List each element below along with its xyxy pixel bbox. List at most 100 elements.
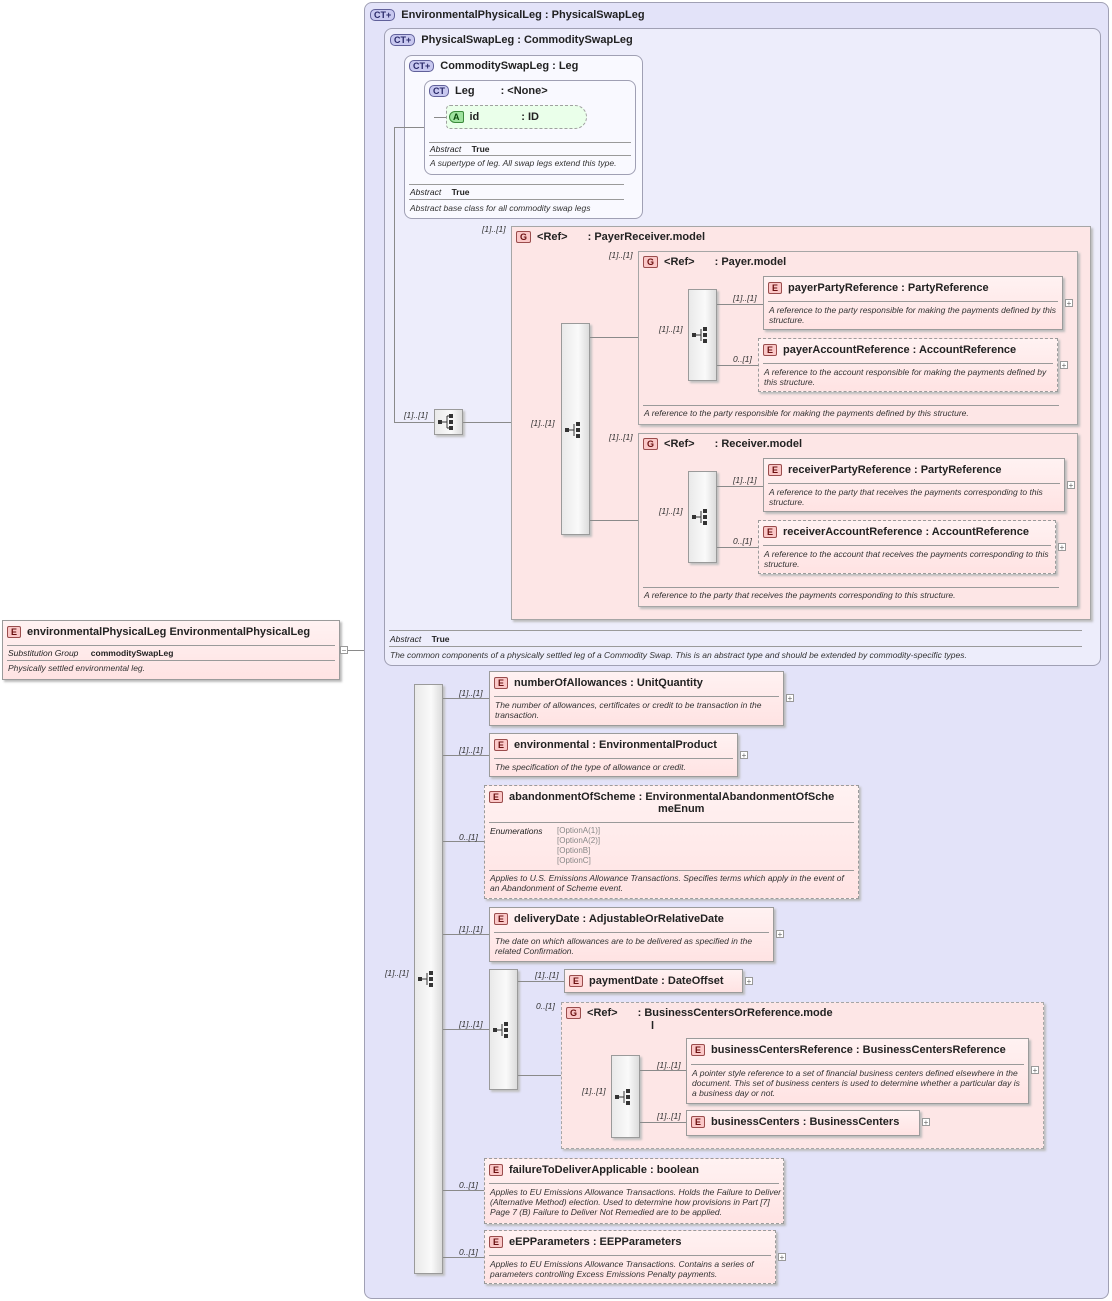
cardinality: 0..[1] [459, 1247, 478, 1257]
seq-to-receiverparty [717, 486, 763, 487]
ct-title-text: Leg [455, 85, 475, 97]
ct-doc: Abstract base class for all commodity sw… [410, 203, 591, 213]
ct-title: CT+CommoditySwapLeg : Leg [409, 60, 578, 73]
choice-to-receiver [590, 520, 638, 521]
group-title: G<Ref>: PayerReceiver.model [516, 231, 705, 244]
cardinality: [1]..[1] [531, 418, 555, 428]
expand-icon[interactable]: + [1031, 1066, 1039, 1075]
expand-icon[interactable]: + [922, 1118, 930, 1127]
choice-compositor[interactable] [561, 323, 590, 535]
seq-line [443, 1029, 489, 1030]
group-type: : Receiver.model [714, 438, 803, 450]
element-name: businessCentersReference [711, 1044, 853, 1056]
choice-icon [615, 1089, 630, 1105]
element-name: deliveryDate [514, 913, 580, 925]
divider [763, 363, 1053, 364]
abstract-row: Abstract True [390, 634, 450, 644]
leg-to-attr [434, 117, 448, 118]
seq-line [443, 841, 484, 842]
subst-label: Substitution Group [8, 648, 79, 658]
expand-icon[interactable]: + [776, 930, 784, 939]
phys-to-seq [394, 422, 434, 423]
divider [489, 870, 854, 871]
enum-item: [OptionB] [557, 846, 591, 855]
expand-icon[interactable]: + [745, 977, 753, 986]
sequence-compositor[interactable] [688, 289, 717, 381]
element-type: EnvironmentalPhysicalLeg [169, 626, 311, 638]
enum-item: [OptionC] [557, 856, 591, 865]
ct-badge: CT+ [370, 9, 396, 22]
element-type: : PartyReference [901, 282, 989, 294]
expand-icon[interactable]: + [1065, 299, 1073, 308]
choice-compositor[interactable] [611, 1055, 640, 1138]
sequence-compositor[interactable] [414, 684, 443, 1274]
divider [643, 405, 1059, 406]
sequence-compositor[interactable] [434, 409, 463, 435]
cardinality: [1]..[1] [609, 250, 633, 260]
ct-badge: CT [429, 85, 449, 98]
element-name: abandonmentOfScheme [509, 791, 636, 803]
sequence-icon [692, 509, 707, 525]
group-doc: A reference to the party that receives t… [644, 590, 956, 600]
cardinality: [1]..[1] [657, 1060, 681, 1070]
cardinality: [1]..[1] [733, 293, 757, 303]
element-type: : AccountReference [912, 344, 1017, 356]
element-badge: E [494, 739, 509, 752]
expand-icon[interactable]: + [1058, 543, 1066, 552]
element-doc: A reference to the account responsible f… [764, 367, 1047, 387]
expand-icon[interactable]: + [1067, 481, 1075, 490]
collapse-icon[interactable]: − [340, 646, 348, 655]
group-title: G<Ref>: Receiver.model [643, 438, 803, 451]
expand-icon[interactable]: + [778, 1253, 786, 1262]
expand-icon[interactable]: + [1060, 361, 1068, 370]
sequence-icon [493, 1022, 508, 1038]
element-name: receiverAccountReference [783, 526, 923, 538]
ct-doc: The common components of a physically se… [390, 650, 967, 660]
sequence-compositor[interactable] [688, 471, 717, 563]
cardinality: [1]..[1] [582, 1086, 606, 1096]
group-title: G<Ref>: Payer.model [643, 256, 786, 269]
cardinality: 0..[1] [536, 1001, 555, 1011]
element-doc: Applies to EU Emissions Allowance Transa… [490, 1259, 754, 1279]
divider [494, 696, 779, 697]
seq-to-payeraccount [717, 365, 758, 366]
cardinality: [1]..[1] [659, 506, 683, 516]
substitution-row: Substitution Group commoditySwapLeg [8, 648, 173, 658]
divider [429, 155, 631, 156]
sequence-icon [418, 971, 433, 987]
sequence-compositor[interactable] [489, 969, 518, 1090]
element-doc: Applies to U.S. Emissions Allowance Tran… [490, 873, 844, 893]
abstract-value: True [471, 144, 490, 154]
seq-to-receiveraccount [717, 547, 758, 548]
enum-list: [OptionA(1)] [OptionA(2)] [OptionB] [Opt… [557, 826, 600, 866]
element-type: : DateOffset [661, 975, 724, 987]
group-ref: <Ref> [537, 231, 568, 243]
divider [389, 630, 1082, 631]
group-type: : PayerReceiver.model [587, 231, 705, 243]
abstract-value: True [431, 634, 450, 644]
expand-icon[interactable]: + [786, 694, 794, 703]
cardinality: [1]..[1] [609, 432, 633, 442]
expand-icon[interactable]: + [740, 751, 748, 760]
element-type-wrap: meEnum [658, 803, 705, 815]
element-name: payerPartyReference [788, 282, 899, 294]
element-badge: E [691, 1116, 706, 1129]
